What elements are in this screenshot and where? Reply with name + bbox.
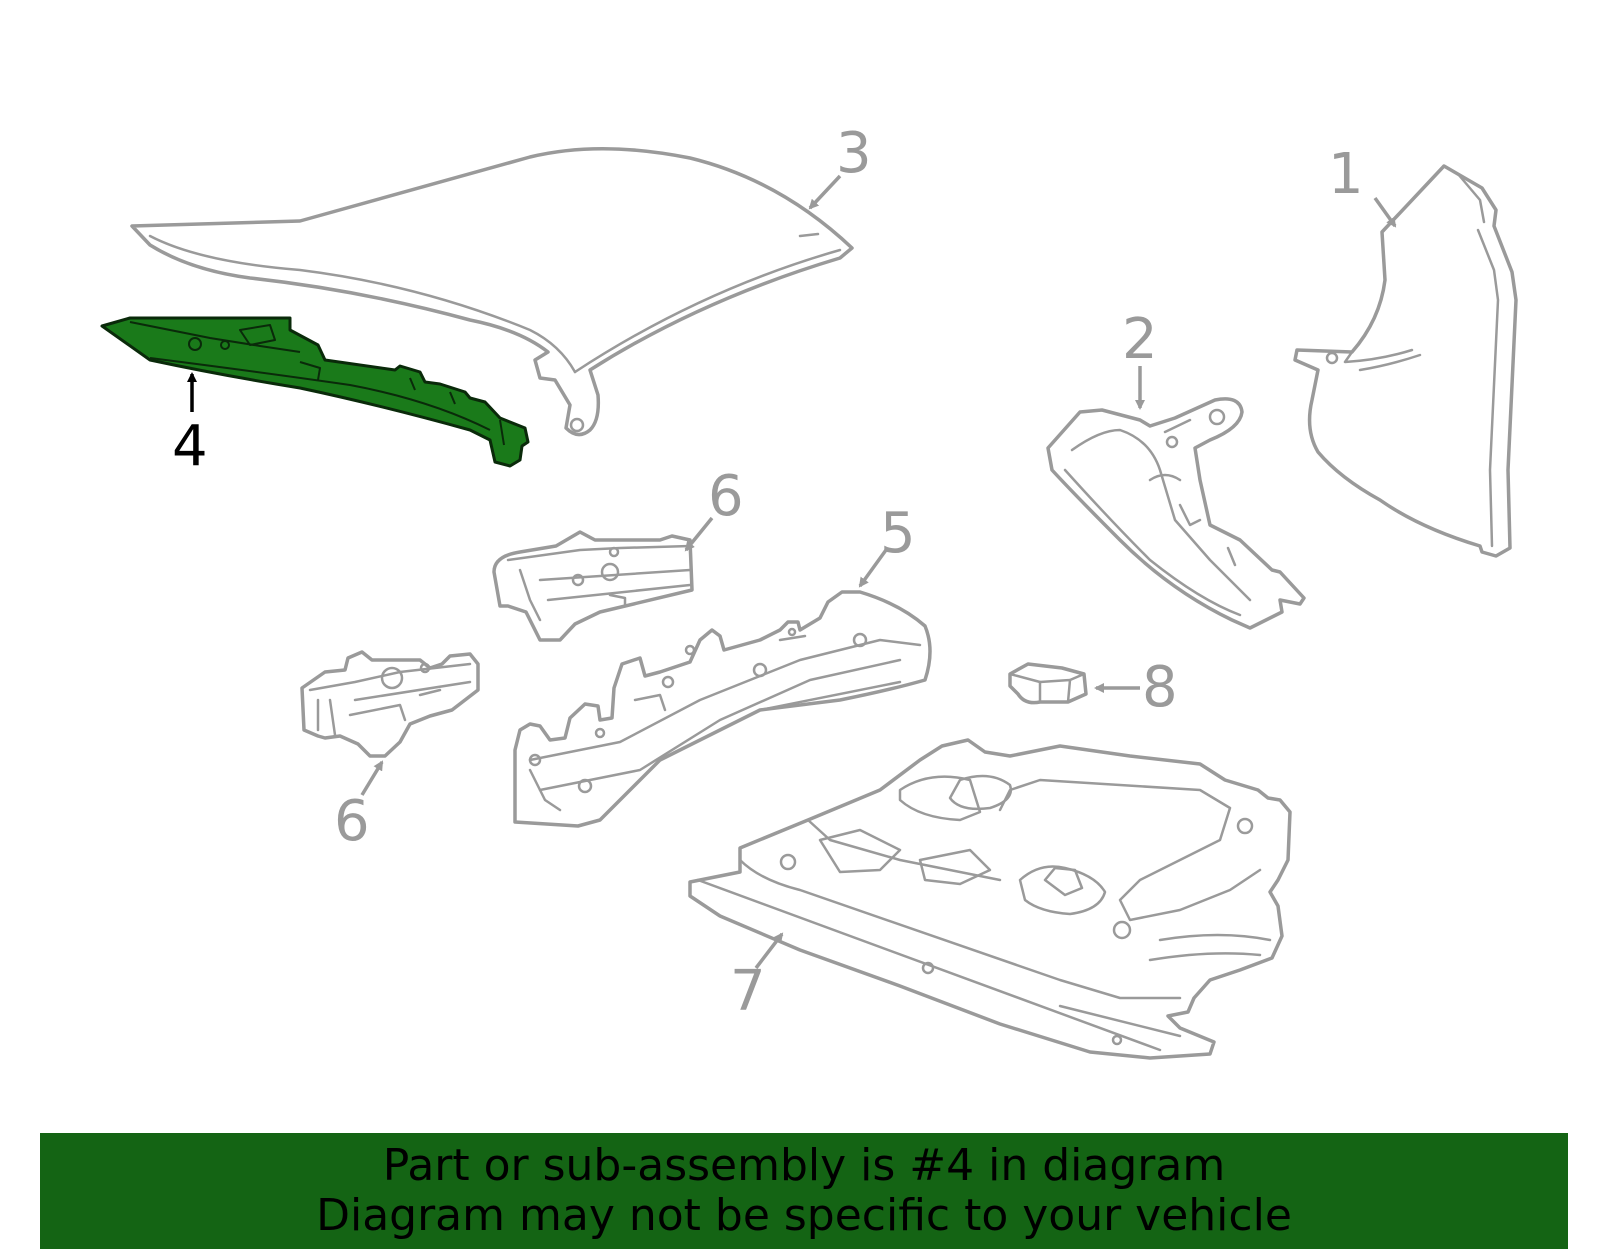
part-6-lower-block bbox=[300, 650, 480, 758]
callout-6-lower: 6 bbox=[334, 789, 370, 854]
leader-1 bbox=[1373, 196, 1397, 228]
part-1-side-trim-panel bbox=[1293, 164, 1518, 558]
leader-lines bbox=[187, 174, 1397, 970]
leader-6b bbox=[360, 760, 384, 796]
leader-5 bbox=[858, 548, 888, 588]
part-5-center-rail bbox=[513, 590, 932, 828]
info-banner: Part or sub-assembly is #4 in diagram Di… bbox=[40, 1133, 1568, 1249]
leader-7 bbox=[754, 932, 784, 970]
callout-4: 4 bbox=[172, 414, 208, 479]
callout-8: 8 bbox=[1142, 655, 1178, 720]
callout-5: 5 bbox=[880, 501, 916, 566]
part-2-corner-bracket bbox=[1046, 397, 1306, 630]
callout-6-upper: 6 bbox=[708, 464, 744, 529]
part-3-trunk-lid bbox=[130, 147, 854, 437]
part-8-clip bbox=[1008, 662, 1088, 705]
callout-7: 7 bbox=[730, 959, 766, 1024]
banner-line-1: Part or sub-assembly is #4 in diagram bbox=[382, 1140, 1226, 1191]
leader-6a bbox=[684, 516, 714, 552]
callout-3: 3 bbox=[836, 121, 872, 186]
callout-2: 2 bbox=[1122, 307, 1158, 372]
part-4-highlighted-rail bbox=[100, 316, 530, 468]
part-6-upper-block bbox=[492, 530, 694, 642]
banner-line-2: Diagram may not be specific to your vehi… bbox=[316, 1190, 1292, 1241]
leader-3 bbox=[808, 174, 842, 210]
callout-numbers: 1 2 3 4 5 6 6 7 8 bbox=[172, 121, 1364, 1024]
callout-1: 1 bbox=[1328, 142, 1364, 207]
part-7-floor-panel bbox=[688, 738, 1292, 1060]
